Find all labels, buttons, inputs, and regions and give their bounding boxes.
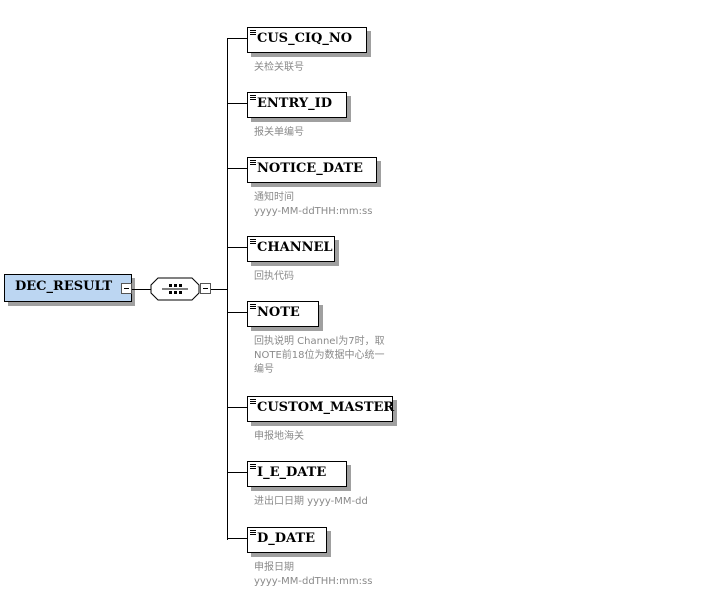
element-name: NOTICE_DATE — [257, 161, 363, 176]
root-collapse-toggle[interactable] — [121, 283, 132, 294]
element-name: CUS_CIQ_NO — [257, 31, 353, 46]
children-spine — [227, 38, 228, 540]
element-description: 进出口日期 yyyy-MM-dd — [254, 496, 368, 507]
element-lines-icon — [250, 304, 256, 309]
element-name: ENTRY_ID — [257, 96, 333, 111]
element-node-cus-ciq-no[interactable]: CUS_CIQ_NO — [247, 27, 367, 53]
element-description: 关检关联号 — [254, 62, 304, 73]
element-description: 回执说明 Channel为7时，取 NOTE前18位为数据中心统一 编号 — [254, 336, 385, 375]
sequence-connector — [211, 289, 227, 290]
child-connector — [227, 472, 247, 473]
element-node-i-e-date[interactable]: I_E_DATE — [247, 461, 347, 487]
sequence-compositor-icon[interactable] — [150, 277, 200, 301]
element-description: 申报日期 yyyy-MM-ddTHH:mm:ss — [254, 562, 373, 587]
child-connector — [227, 407, 247, 408]
root-connector — [132, 289, 152, 290]
element-description: 回执代码 — [254, 271, 294, 282]
element-node-notice-date[interactable]: NOTICE_DATE — [247, 157, 377, 183]
element-lines-icon — [250, 95, 256, 100]
element-lines-icon — [250, 464, 256, 469]
element-description: 通知时间 yyyy-MM-ddTHH:mm:ss — [254, 192, 373, 217]
element-lines-icon — [250, 30, 256, 35]
child-connector — [227, 538, 247, 539]
element-name: CUSTOM_MASTER — [257, 400, 395, 415]
element-name: CHANNEL — [257, 240, 333, 255]
element-lines-icon — [250, 530, 256, 535]
child-connector — [227, 312, 247, 313]
element-node-custom-master[interactable]: CUSTOM_MASTER — [247, 396, 395, 422]
element-description: 报关单编号 — [254, 127, 304, 138]
element-name: NOTE — [257, 305, 300, 320]
child-connector — [227, 168, 247, 169]
element-lines-icon — [250, 399, 256, 404]
root-label: DEC_RESULT — [15, 279, 113, 294]
element-description: 申报地海关 — [254, 431, 304, 442]
element-node-channel[interactable]: CHANNEL — [247, 236, 335, 262]
sequence-collapse-toggle[interactable] — [200, 283, 211, 294]
element-lines-icon — [250, 239, 256, 244]
element-node-entry-id[interactable]: ENTRY_ID — [247, 92, 347, 118]
element-name: D_DATE — [257, 531, 316, 546]
element-lines-icon — [250, 160, 256, 165]
child-connector — [227, 103, 247, 104]
root-node[interactable]: DEC_RESULT — [4, 274, 132, 302]
element-node-d-date[interactable]: D_DATE — [247, 527, 327, 553]
element-name: I_E_DATE — [257, 465, 327, 480]
child-connector — [227, 247, 247, 248]
child-connector — [227, 38, 247, 39]
element-node-note[interactable]: NOTE — [247, 301, 319, 327]
